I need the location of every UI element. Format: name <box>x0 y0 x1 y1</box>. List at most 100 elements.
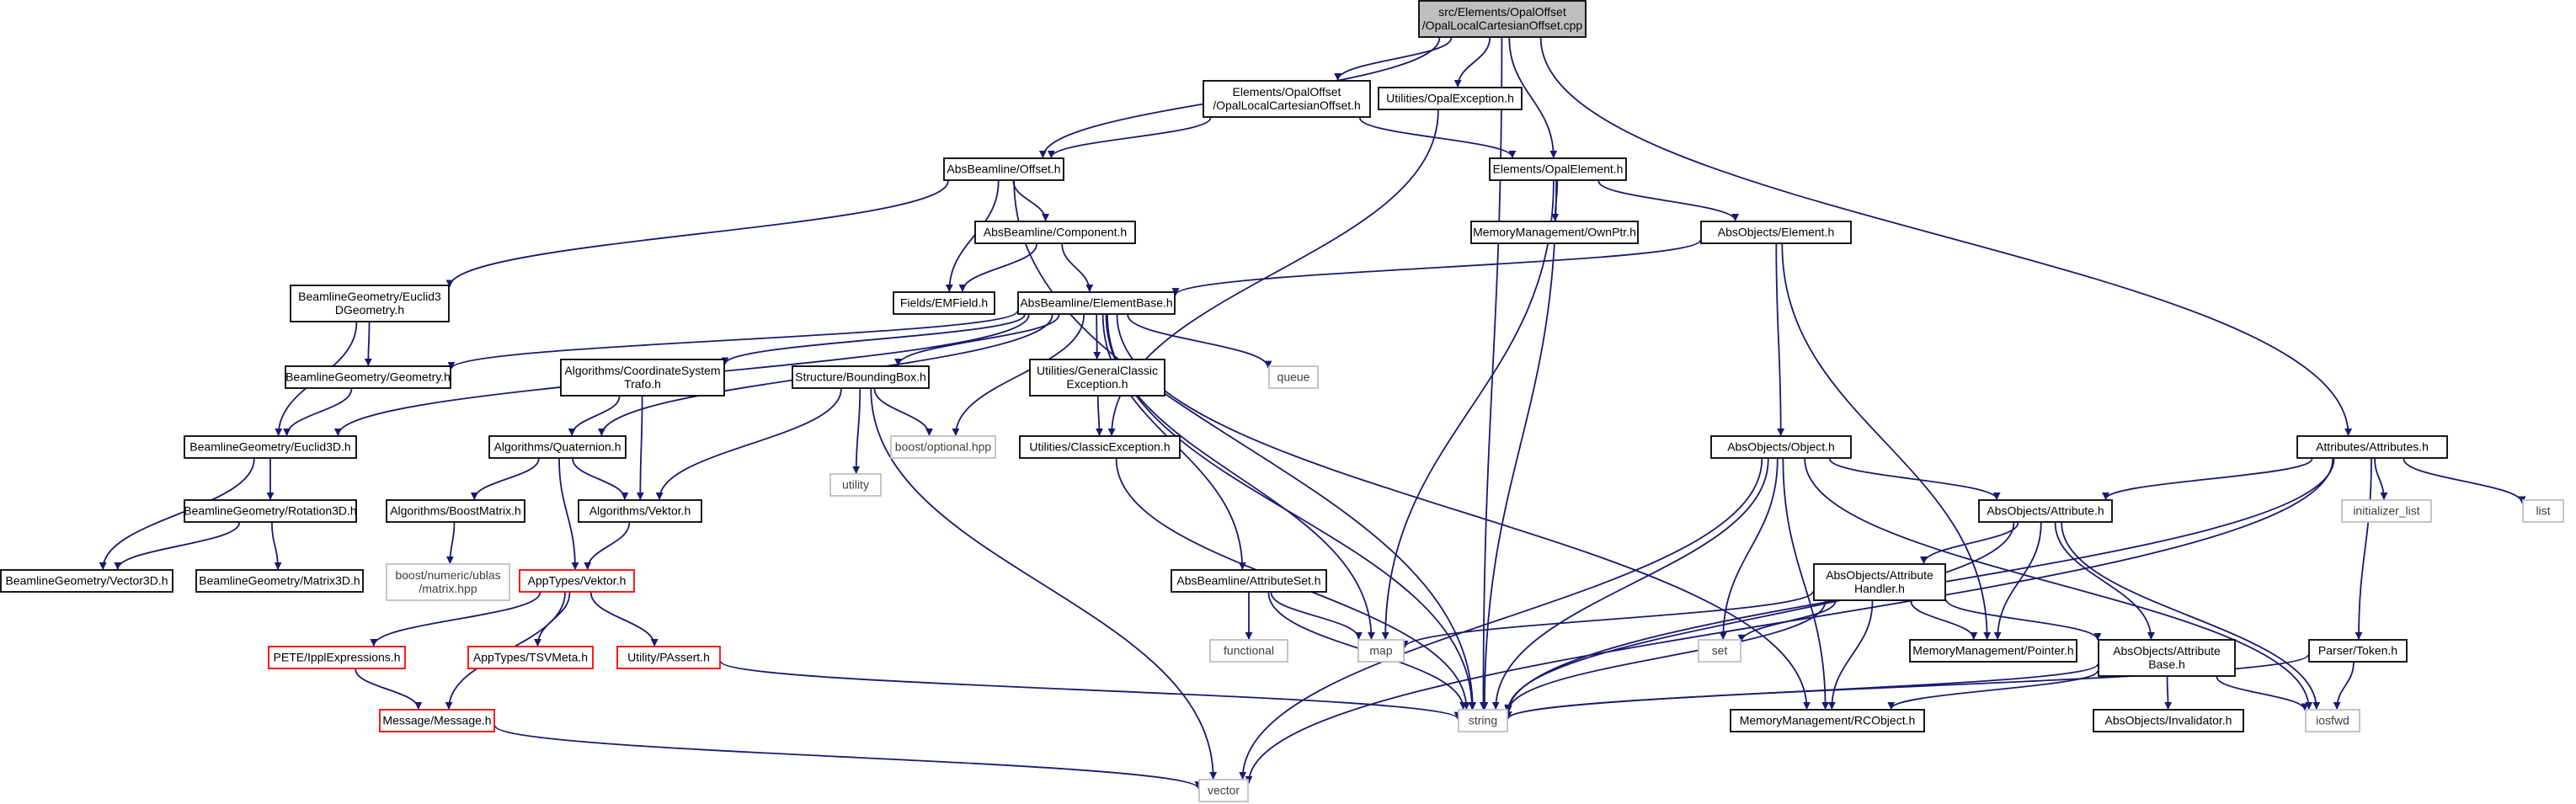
edge-attrhandler-to-rcobject <box>1827 600 1874 710</box>
edge-attributes-to-absattr <box>2102 458 2313 500</box>
node-label-oplco_h-1: /OpalLocalCartesianOffset.h <box>1213 99 1361 112</box>
node-pointer[interactable]: MemoryManagement/Pointer.h <box>1909 639 2077 663</box>
node-root[interactable]: src/Elements/OpalOffset/OpalLocalCartesi… <box>1418 0 1587 38</box>
node-element[interactable]: AbsObjects/Element.h <box>1700 221 1852 244</box>
node-box-initlist <box>2341 499 2432 523</box>
node-matrix3d[interactable]: BeamlineGeometry/Matrix3D.h <box>195 569 364 593</box>
node-box-ublas <box>386 563 510 601</box>
node-vector: vector <box>1198 779 1249 802</box>
node-label-euclid3d-0: BeamlineGeometry/Euclid3D.h <box>189 439 350 453</box>
node-label-rcobject-0: MemoryManagement/RCObject.h <box>1740 713 1916 727</box>
edge-elembase-to-coordtrafo <box>721 314 1026 365</box>
node-absobject[interactable]: AbsObjects/Object.h <box>1710 435 1852 459</box>
node-opalel[interactable]: Elements/OpalElement.h <box>1489 157 1627 181</box>
node-rcobject[interactable]: MemoryManagement/RCObject.h <box>1730 709 1925 732</box>
node-attributes[interactable]: Attributes/Attributes.h <box>2296 435 2448 459</box>
edge-opalel-to-string <box>1480 180 1557 710</box>
node-attrset[interactable]: AbsBeamline/AttributeSet.h <box>1171 569 1327 593</box>
edge-passert-to-string <box>720 660 1462 720</box>
node-ownptr[interactable]: MemoryManagement/OwnPtr.h <box>1470 221 1639 244</box>
edge-elembase-to-geometry <box>447 310 1018 370</box>
node-euclid3d[interactable]: BeamlineGeometry/Euclid3D.h <box>184 435 357 459</box>
edge-attributes-to-initlist <box>2374 458 2388 500</box>
node-set: set <box>1698 639 1741 663</box>
node-oplco_h[interactable]: Elements/OpalOffset/OpalLocalCartesianOf… <box>1203 80 1371 118</box>
edge-absobject-to-iosfwd <box>1804 458 2313 710</box>
node-label-attrbase-1: Base.h <box>2148 658 2185 671</box>
node-box-ipplexpr <box>268 646 406 669</box>
node-label-utility-0: utility <box>842 477 869 491</box>
node-box-vector3d <box>0 569 173 593</box>
edge-quaternion-to-appvektor <box>558 458 579 570</box>
node-ipplexpr[interactable]: PETE/IpplExpressions.h <box>268 646 406 669</box>
edge-component-to-emfield <box>958 243 1037 292</box>
node-quaternion[interactable]: Algorithms/Quaternion.h <box>488 435 627 459</box>
node-bbox[interactable]: Structure/BoundingBox.h <box>792 365 930 389</box>
node-box-appvektor <box>519 569 635 593</box>
node-label-opalel-0: Elements/OpalElement.h <box>1493 162 1624 175</box>
edge-offset-to-string <box>1013 180 1477 710</box>
node-label-elembase-0: AbsBeamline/ElementBase.h <box>1020 296 1172 309</box>
node-label-coordtrafo-1: Trafo.h <box>624 377 661 391</box>
node-geometry[interactable]: BeamlineGeometry/Geometry.h <box>285 365 451 389</box>
node-label-coordtrafo-0: Algorithms/CoordinateSystem <box>564 364 720 377</box>
edge-geometry-to-euclid3d <box>283 388 353 436</box>
node-label-element-0: AbsObjects/Element.h <box>1718 225 1835 238</box>
node-label-tsvmeta-0: AppTypes/TSVMeta.h <box>473 650 588 663</box>
node-tsvmeta[interactable]: AppTypes/TSVMeta.h <box>467 646 594 669</box>
node-box-offset <box>943 157 1064 181</box>
edge-rotation3d-to-vector3d <box>114 522 241 570</box>
node-box-euclid3d <box>184 435 357 459</box>
node-classicexc[interactable]: Utilities/ClassicException.h <box>1019 435 1181 459</box>
edge-token-to-string <box>1504 653 2309 720</box>
node-invalidator[interactable]: AbsObjects/Invalidator.h <box>2093 709 2244 732</box>
node-label-ownptr-0: MemoryManagement/OwnPtr.h <box>1473 225 1636 238</box>
node-queue: queue <box>1268 365 1319 389</box>
node-box-euclid3dgeo <box>290 285 450 322</box>
node-label-genclassic-0: Utilities/GeneralClassic <box>1037 364 1158 377</box>
node-label-set-0: set <box>1712 643 1728 657</box>
node-message[interactable]: Message/Message.h <box>379 709 495 732</box>
node-box-opalexc <box>1378 87 1523 110</box>
node-vector3d[interactable]: BeamlineGeometry/Vector3D.h <box>0 569 173 593</box>
edge-quaternion-to-boostmatrix <box>470 458 540 500</box>
node-label-invalidator-0: AbsObjects/Invalidator.h <box>2105 713 2232 727</box>
node-box-vektor <box>578 499 702 523</box>
edge-absobject-to-string <box>1491 458 1769 710</box>
edge-boostmatrix-to-ublas <box>445 522 456 564</box>
edge-euclid3d-to-vector3d <box>99 458 255 570</box>
edge-elembase-to-bbox <box>894 314 1060 366</box>
node-elembase[interactable]: AbsBeamline/ElementBase.h <box>1017 291 1176 315</box>
node-passert[interactable]: Utility/PAssert.h <box>616 646 721 669</box>
node-absattr[interactable]: AbsObjects/Attribute.h <box>1978 499 2113 523</box>
node-box-component <box>974 221 1136 244</box>
node-appvektor[interactable]: AppTypes/Vektor.h <box>519 569 635 593</box>
node-emfield[interactable]: Fields/EMField.h <box>893 291 995 315</box>
edge-bbox-to-optional <box>873 388 933 436</box>
edge-absobject-to-set <box>1719 458 1779 640</box>
node-label-queue-0: queue <box>1277 370 1310 383</box>
node-boostmatrix[interactable]: Algorithms/BoostMatrix.h <box>386 499 525 523</box>
node-box-attributes <box>2296 435 2448 459</box>
node-label-ipplexpr-0: PETE/IpplExpressions.h <box>274 650 401 663</box>
node-token[interactable]: Parser/Token.h <box>2308 639 2408 663</box>
node-opalexc[interactable]: Utilities/OpalException.h <box>1378 87 1523 110</box>
node-label-absattr-0: AbsObjects/Attribute.h <box>1987 503 2104 517</box>
node-rotation3d[interactable]: BeamlineGeometry/Rotation3D.h <box>184 499 357 523</box>
node-vektor[interactable]: Algorithms/Vektor.h <box>578 499 702 523</box>
node-label-optional-0: boost/optional.hpp <box>895 439 992 453</box>
node-box-attrset <box>1171 569 1327 593</box>
node-label-rotation3d-0: BeamlineGeometry/Rotation3D.h <box>184 503 356 517</box>
node-offset[interactable]: AbsBeamline/Offset.h <box>943 157 1064 181</box>
node-label-component-0: AbsBeamline/Component.h <box>984 225 1127 238</box>
node-component[interactable]: AbsBeamline/Component.h <box>974 221 1136 244</box>
edge-component-to-elembase <box>1061 243 1094 292</box>
node-label-vector-0: vector <box>1208 783 1240 796</box>
node-label-vektor-0: Algorithms/Vektor.h <box>589 503 691 517</box>
